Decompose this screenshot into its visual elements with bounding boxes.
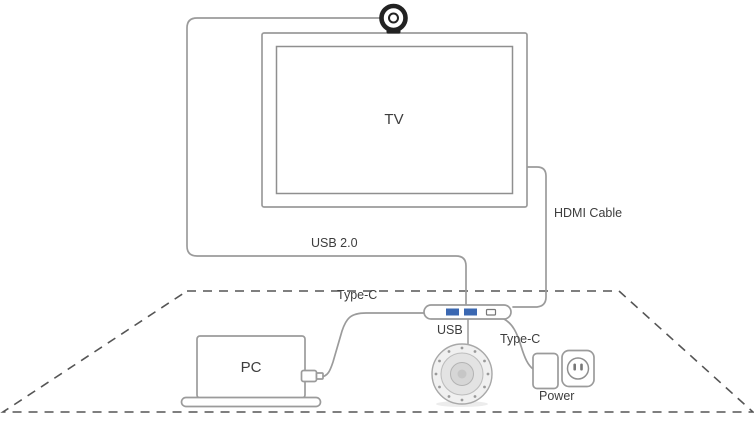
tv — [261, 32, 528, 208]
laptop — [180, 335, 324, 408]
outlet-circle — [566, 357, 590, 380]
hub-port-small — [485, 308, 497, 316]
power-adapter-body — [532, 352, 559, 390]
webcam-lens — [388, 12, 399, 24]
usb2-cable-label: USB 2.0 — [311, 236, 358, 250]
speakerphone-center — [457, 369, 467, 379]
speaker-hole — [434, 372, 438, 376]
usb-label: USB — [437, 323, 463, 337]
webcam-icon — [379, 3, 408, 34]
tv-label: TV — [384, 111, 404, 128]
speaker-hole — [438, 359, 441, 363]
hub-to-pc-cable — [320, 312, 425, 378]
usb-port-2 — [464, 308, 477, 316]
speaker-hole — [483, 359, 486, 363]
speaker-hole — [483, 385, 486, 389]
speakerphone — [431, 343, 493, 407]
outlet-slot-left — [573, 363, 576, 371]
speaker-hole — [460, 398, 464, 402]
type-c-right-label: Type-C — [500, 332, 541, 346]
usb-port-1 — [446, 308, 459, 316]
speaker-hole — [486, 372, 490, 376]
type-c-left-label: Type-C — [337, 288, 378, 302]
speaker-hole — [447, 350, 451, 353]
speaker-hole — [447, 395, 451, 398]
tv-screen — [275, 45, 514, 195]
table-surface-outline — [0, 290, 754, 413]
power-adapter — [532, 349, 595, 390]
usb-hub — [423, 304, 512, 320]
hub-to-power-cable — [503, 318, 534, 370]
hdmi-cable-label: HDMI Cable — [554, 206, 623, 220]
speaker-hole — [438, 385, 441, 389]
hdmi-cable — [512, 166, 547, 308]
speaker-hole — [460, 346, 464, 350]
speaker-hole — [473, 395, 477, 398]
laptop-base — [180, 396, 322, 408]
speaker-hole — [473, 350, 477, 353]
usb2-cable — [186, 17, 467, 306]
pc-label: PC — [240, 358, 262, 376]
power-label: Power — [539, 389, 575, 403]
outlet-slot-right — [580, 363, 583, 371]
usb-plug-tip — [315, 372, 324, 380]
